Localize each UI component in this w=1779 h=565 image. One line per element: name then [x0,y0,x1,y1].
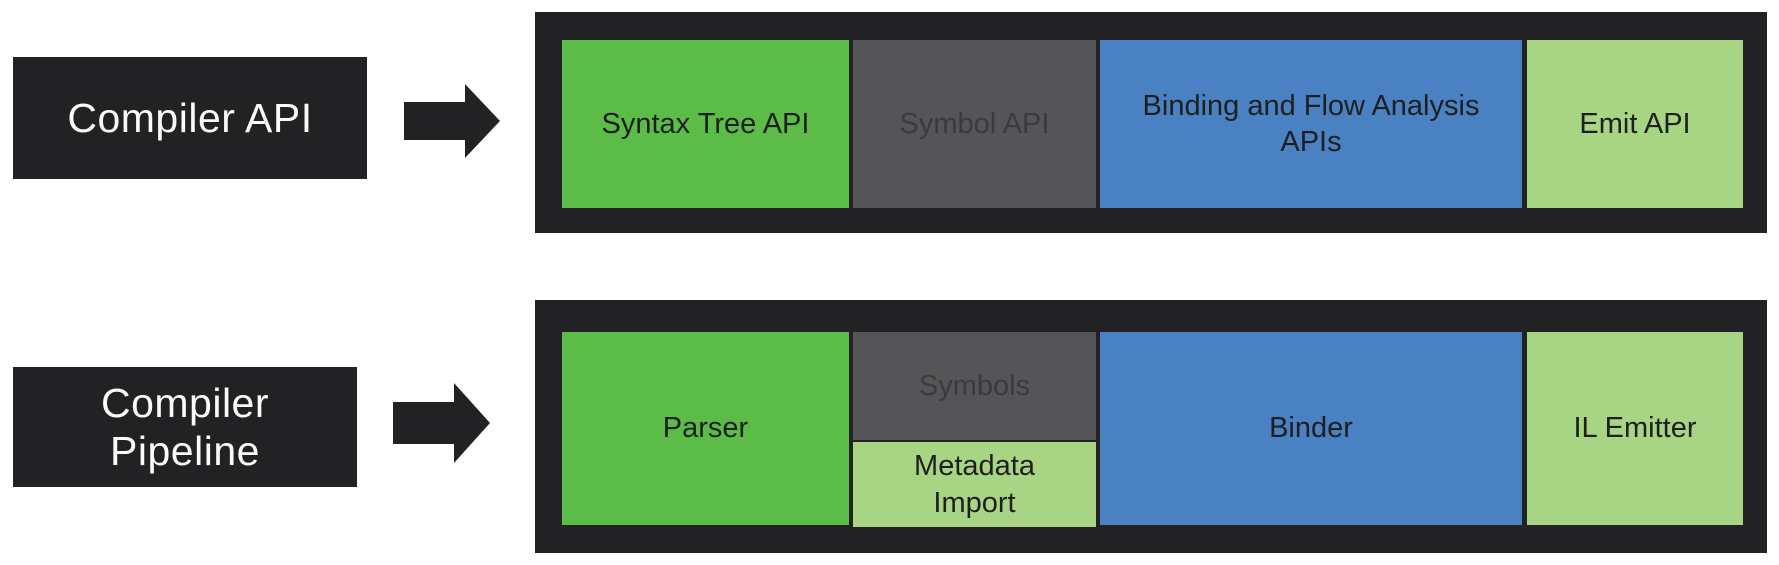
compiler-pipeline-container: Parser Symbols Metadata Import Binder IL… [535,300,1767,553]
metadata-import-label: Metadata Import [914,450,1035,519]
emit-api-label: Emit API [1579,107,1691,140]
binding-flow-analysis-apis-label: Binding and Flow Analysis APIs [1142,89,1480,158]
compiler-pipeline-label-line1: Compiler [100,379,270,426]
syntax-tree-api-label: Syntax Tree API [601,107,810,140]
right-arrow-icon [404,84,500,158]
compiler-pipeline-label-box: Compiler Pipeline [13,367,357,487]
compiler-api-label-box: Compiler API [13,57,367,179]
symbol-api-label: Symbol API [899,107,1050,140]
emit-api-box: Emit API [1527,40,1743,208]
compiler-api-label: Compiler API [67,94,313,141]
parser-box: Parser [562,332,849,525]
symbols-label: Symbols [918,369,1031,402]
il-emitter-label: IL Emitter [1573,412,1697,445]
il-emitter-box: IL Emitter [1527,332,1743,525]
parser-label: Parser [662,412,749,445]
syntax-tree-api-box: Syntax Tree API [562,40,849,208]
compiler-api-container: Syntax Tree API Symbol API Binding and F… [535,12,1767,233]
compiler-pipeline-label-line2: Pipeline [110,428,260,474]
binder-label: Binder [1269,412,1353,445]
metadata-import-box: Metadata Import [853,442,1096,527]
symbols-box: Symbols [853,332,1096,440]
binding-flow-analysis-apis-box: Binding and Flow Analysis APIs [1100,40,1522,208]
right-arrow-icon [393,383,490,463]
symbol-api-box: Symbol API [853,40,1096,208]
binder-box: Binder [1100,332,1522,525]
